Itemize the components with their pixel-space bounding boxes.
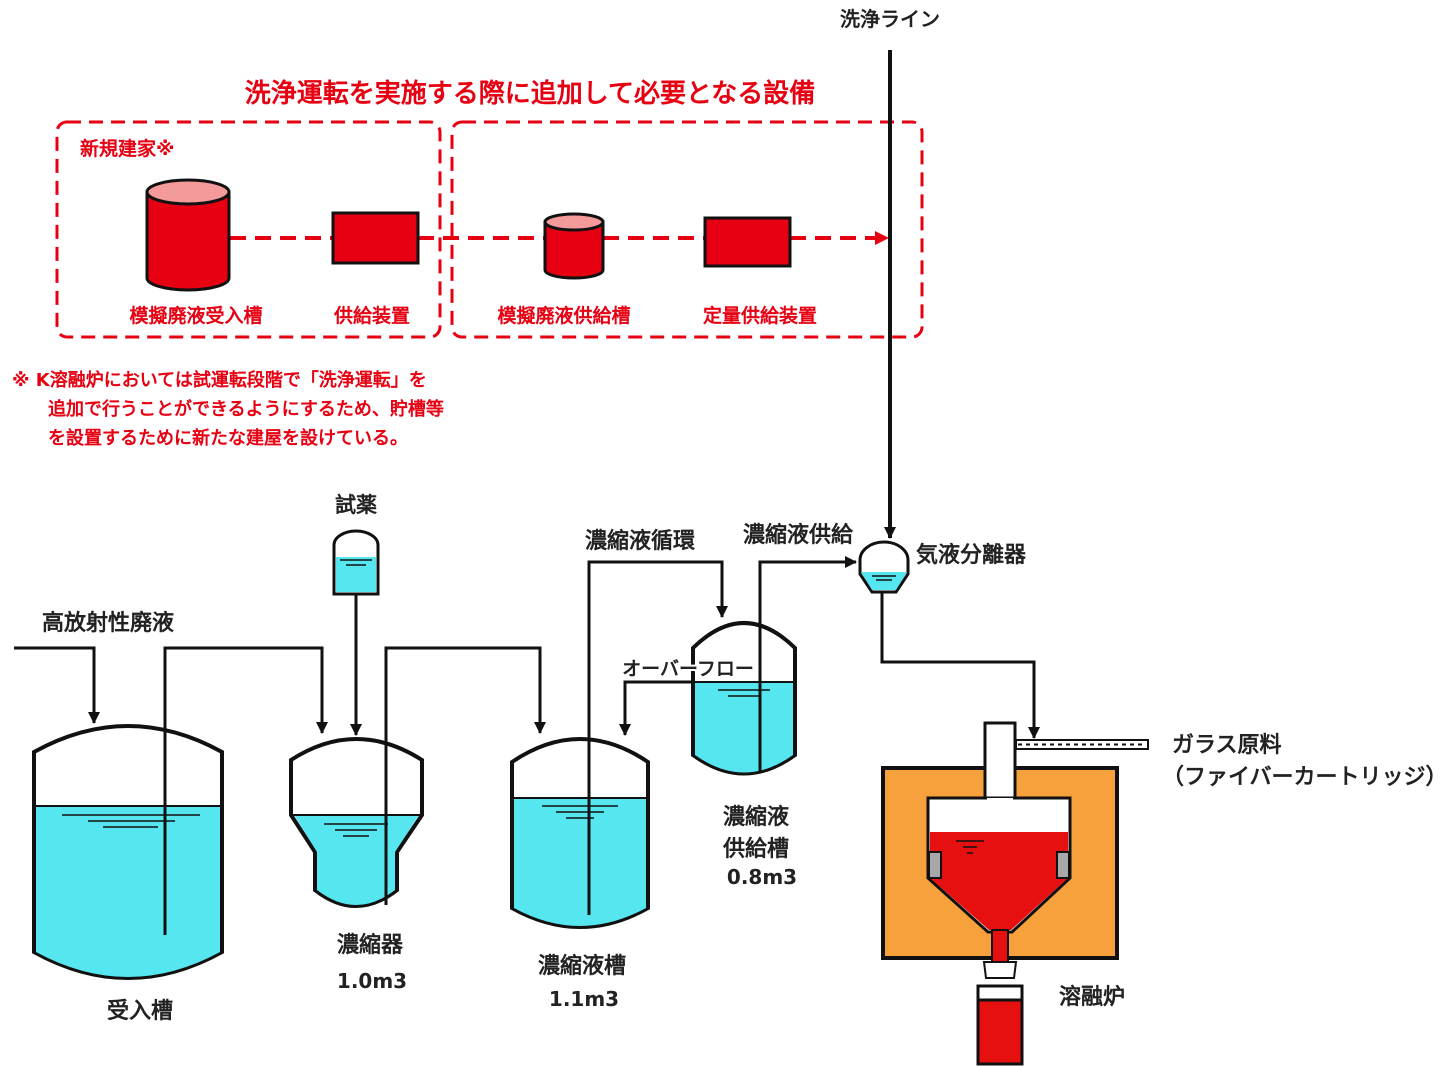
glass-material-label-2: （ファイバーカートリッジ） bbox=[1162, 765, 1448, 790]
glass-material-feed-line bbox=[1015, 739, 1149, 750]
sim-waste-feed-tank-label: 模擬廃液供給槽 bbox=[497, 304, 630, 327]
sim-waste-receiving-tank-icon bbox=[145, 178, 231, 292]
evaporator-volume: 1.0m3 bbox=[337, 969, 407, 993]
concentrate-feed-tank-label-1: 濃縮液 bbox=[723, 804, 789, 830]
melter-label: 溶融炉 bbox=[1059, 984, 1125, 1010]
sim-waste-feed-tank-icon bbox=[543, 212, 605, 280]
concentrate-feed-tank-label-2: 供給槽 bbox=[722, 836, 789, 862]
sim-waste-receiving-tank-label: 模擬廃液受入槽 bbox=[129, 304, 262, 327]
receiving-tank bbox=[32, 724, 224, 980]
metered-feed-device-box bbox=[703, 216, 792, 268]
concentrate-tank-label: 濃縮液槽 bbox=[538, 953, 626, 979]
separator-to-melter-pipe bbox=[880, 592, 1040, 739]
feed-device-label: 供給装置 bbox=[333, 304, 410, 327]
concentrate-feed-tank bbox=[691, 621, 797, 776]
evaporator-label: 濃縮器 bbox=[337, 932, 404, 958]
concentrate-tank-volume: 1.1m3 bbox=[549, 987, 619, 1011]
feed-device-box bbox=[331, 211, 420, 265]
note-line-2: 追加で行うことができるようにするため、貯槽等 bbox=[48, 398, 444, 420]
evaporator bbox=[289, 737, 424, 908]
receiving-tank-label: 受入槽 bbox=[107, 998, 173, 1024]
hlw-label: 高放射性廃液 bbox=[42, 610, 174, 636]
hlw-inlet-pipe bbox=[14, 646, 100, 724]
melter bbox=[881, 721, 1119, 1066]
new-building-boundary bbox=[55, 120, 442, 339]
added-equipment-title: 洗浄運転を実施する際に追加して必要となる設備 bbox=[245, 78, 815, 109]
reagent-label: 試薬 bbox=[335, 493, 377, 517]
concentrate-feed-tank-volume: 0.8m3 bbox=[727, 865, 797, 889]
gas-liquid-separator-label: 気液分離器 bbox=[916, 542, 1027, 568]
concentrate-circulation-pipe bbox=[587, 560, 728, 915]
concentrate-tank bbox=[510, 737, 650, 929]
note-line-3: を設置するために新たな建屋を設けている。 bbox=[48, 427, 408, 449]
concentrate-circulation-label: 濃縮液循環 bbox=[585, 528, 696, 554]
note-line-1: ※ K溶融炉においては試運転段階で「洗浄運転」を bbox=[12, 369, 427, 391]
existing-area-boundary bbox=[450, 120, 924, 339]
wash-line-label: 洗浄ライン bbox=[840, 7, 940, 31]
metered-feed-device-label: 定量供給装置 bbox=[703, 304, 817, 327]
glass-material-label-1: ガラス原料 bbox=[1172, 733, 1282, 758]
evaporator-to-concentrate-pipe bbox=[384, 646, 546, 905]
reagent-pot bbox=[332, 529, 380, 596]
concentrate-feed-label: 濃縮液供給 bbox=[743, 522, 854, 548]
receiving-to-evaporator-pipe bbox=[163, 646, 328, 935]
overflow-label: オーバーフロー bbox=[622, 658, 754, 680]
new-building-label: 新規建家※ bbox=[80, 137, 174, 160]
gas-liquid-separator-vessel bbox=[858, 540, 910, 594]
concentrate-feed-pipe bbox=[758, 556, 857, 772]
